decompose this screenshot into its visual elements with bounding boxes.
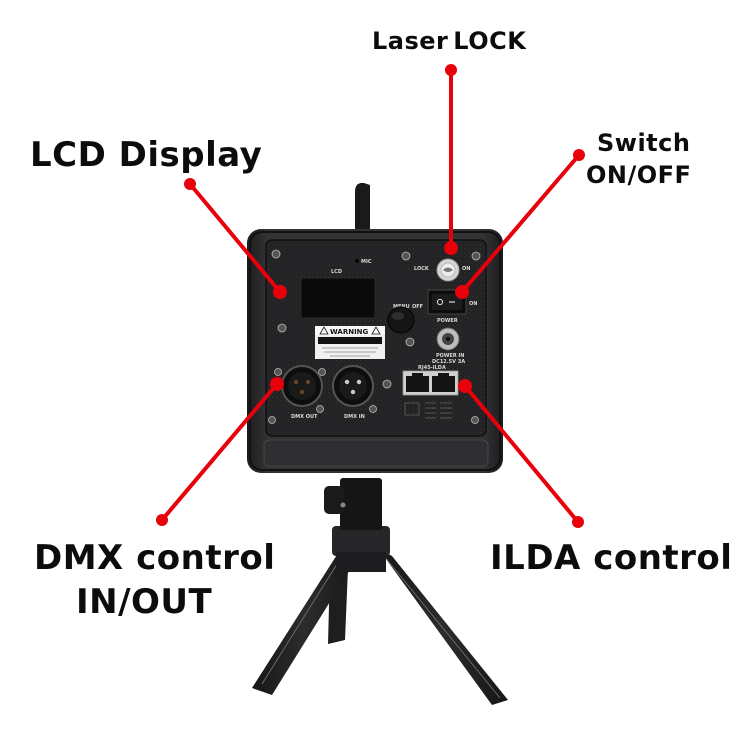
dmx-in-connector[interactable] xyxy=(332,365,374,407)
power-in-label: POWER IN xyxy=(436,353,464,359)
switch-label-line2: ON/OFF xyxy=(586,161,692,189)
lcd-callout xyxy=(184,178,287,299)
key-lock[interactable] xyxy=(436,258,460,282)
dmx-label-line1: DMX control xyxy=(34,538,276,578)
off-label: OFF xyxy=(412,304,423,310)
lcd-label: LCD xyxy=(331,269,342,275)
laser-lock-word1: Laser xyxy=(372,27,449,55)
dmx-in-label: DMX IN xyxy=(344,414,365,420)
warning-title: WARNING xyxy=(330,328,369,336)
ilda-pinout-table xyxy=(404,402,452,419)
dmx-callout xyxy=(156,377,284,526)
warning-sticker: WARNING xyxy=(315,326,385,359)
power-in-jack[interactable] xyxy=(436,327,460,351)
annotation-callouts xyxy=(156,64,585,528)
mic-label: MIC xyxy=(361,259,372,265)
rj45-ilda-label: RJ45-ILDA xyxy=(418,365,446,371)
tripod xyxy=(252,478,508,705)
laser-lock-word2: LOCK xyxy=(453,27,527,55)
ilda-callout xyxy=(458,379,584,528)
ilda-label: ILDA control xyxy=(490,538,733,578)
switch-on-label: ON xyxy=(469,301,477,307)
power-spec-label: DC12.5V 3A xyxy=(432,359,465,365)
lock-label: LOCK xyxy=(414,266,430,272)
dmx-label-line2: IN/OUT xyxy=(76,582,213,622)
lcd-screen xyxy=(300,277,376,319)
rj45-ilda-ports[interactable] xyxy=(402,370,459,396)
lcd-display-label: LCD Display xyxy=(30,135,263,175)
menu-knob[interactable] xyxy=(387,306,415,334)
power-label: POWER xyxy=(437,318,458,324)
device-body: MIC LCD WARNING MENU OFF LOCK ON xyxy=(247,229,503,473)
laser-lock-callout xyxy=(444,64,458,255)
top-handle xyxy=(355,182,370,232)
laser-lock-label: Laser LOCK xyxy=(372,29,526,53)
switch-label-line1: Switch xyxy=(597,129,691,157)
dmx-out-connector[interactable] xyxy=(281,365,323,407)
lock-on-label: ON xyxy=(462,266,470,272)
dmx-out-label: DMX OUT xyxy=(291,414,318,420)
switch-callout xyxy=(455,149,585,299)
